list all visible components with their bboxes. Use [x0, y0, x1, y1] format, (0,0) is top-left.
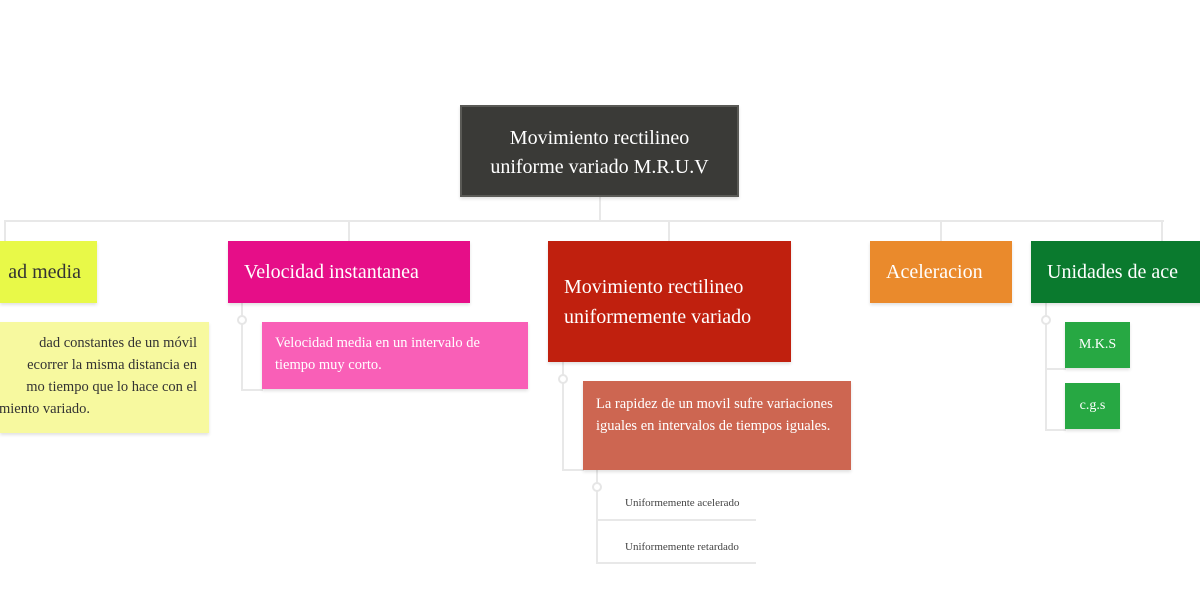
connector	[241, 389, 263, 391]
collapse-handle[interactable]	[558, 374, 568, 384]
connector	[596, 519, 756, 521]
detail-velocidad-instantanea[interactable]: Velocidad media en un intervalo de tiemp…	[262, 322, 528, 389]
connector	[348, 220, 350, 241]
connector	[668, 220, 670, 241]
collapse-handle[interactable]	[237, 315, 247, 325]
detail-text: Velocidad media en un intervalo de tiemp…	[275, 335, 480, 373]
node-label: Aceleracion	[886, 261, 983, 283]
leaf-uniformemente-acelerado[interactable]: Uniformemente acelerado	[625, 497, 740, 509]
connector	[4, 220, 6, 241]
child-label: c.g.s	[1079, 398, 1106, 413]
detail-velocidad-media[interactable]: dad constantes de un móvil ecorrer la mi…	[0, 322, 209, 433]
connector	[599, 197, 601, 222]
connector	[1161, 220, 1163, 241]
connector	[241, 303, 243, 391]
collapse-handle[interactable]	[1041, 315, 1051, 325]
detail-text: La rapidez de un movil sufre variaciones…	[596, 396, 833, 434]
detail-line: ecorrer la misma distancia en	[27, 357, 197, 373]
detail-line: mo tiempo que lo hace con el	[26, 379, 197, 395]
node-label: Unidades de ace	[1047, 261, 1179, 283]
connector	[596, 470, 598, 564]
leaf-uniformemente-retardado[interactable]: Uniformemente retardado	[625, 541, 739, 553]
connector	[1045, 303, 1047, 431]
connector	[562, 469, 584, 471]
root-node[interactable]: Movimiento rectilineo uniforme variado M…	[460, 105, 739, 197]
connector	[562, 362, 564, 471]
detail-line: miento variado.	[0, 401, 91, 417]
node-label: Movimiento rectilineo uniformemente vari…	[564, 275, 752, 328]
node-velocidad-media[interactable]: ad media	[0, 241, 97, 303]
node-label: ad media	[8, 261, 81, 283]
child-cgs[interactable]: c.g.s	[1065, 383, 1120, 429]
collapse-handle[interactable]	[592, 482, 602, 492]
root-title-line: uniforme variado M.R.U.V	[490, 156, 709, 178]
connector	[940, 220, 942, 241]
node-velocidad-instantanea[interactable]: Velocidad instantanea	[228, 241, 470, 303]
detail-line: dad constantes de un móvil	[39, 335, 197, 351]
child-label: M.K.S	[1078, 337, 1117, 352]
root-title-line: Movimiento rectilineo	[509, 127, 690, 149]
connector	[4, 220, 1164, 222]
node-aceleracion[interactable]: Aceleracion	[870, 241, 1012, 303]
node-label: Velocidad instantanea	[244, 261, 419, 283]
detail-mruv[interactable]: La rapidez de un movil sufre variaciones…	[583, 381, 851, 470]
node-unidades[interactable]: Unidades de ace	[1031, 241, 1200, 303]
connector	[1045, 429, 1066, 431]
connector	[1045, 368, 1066, 370]
node-mruv[interactable]: Movimiento rectilineo uniformemente vari…	[548, 241, 791, 362]
connector	[596, 562, 756, 564]
child-mks[interactable]: M.K.S	[1065, 322, 1130, 368]
